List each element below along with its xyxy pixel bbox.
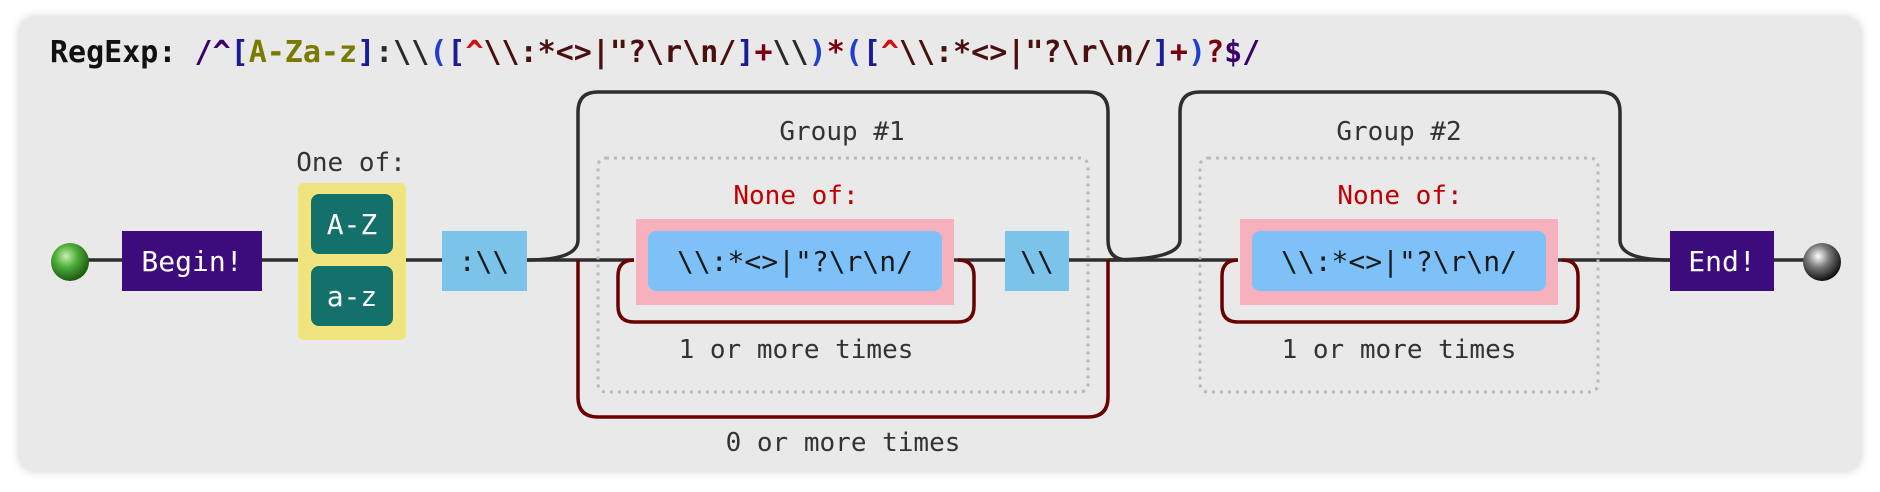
regexp-token: /: [194, 35, 213, 70]
charset-node-2: [1252, 231, 1546, 291]
regexp-token: +: [754, 35, 773, 70]
one-of-label: One of:: [296, 148, 406, 178]
regexp-token: ^: [880, 35, 899, 70]
group1-box: [596, 156, 1090, 394]
regexp-token: \\: [772, 35, 809, 70]
none-of-label-1: None of:: [733, 181, 858, 211]
end-dot: [1803, 243, 1841, 281]
group2-box: [1198, 156, 1600, 394]
regexp-token: ^: [465, 35, 484, 70]
repeat-label-2: 1 or more times: [1282, 335, 1517, 365]
charset-node-1: [648, 231, 942, 291]
begin-label: Begin!: [141, 245, 242, 278]
regexp-token: [: [862, 35, 881, 70]
loop-0-or-more: [576, 260, 1110, 419]
group2-label: Group #2: [1336, 117, 1461, 147]
regexp-token: \\:*<>|"?\r\n/: [898, 35, 1152, 70]
range-az-upper: A-Z: [327, 208, 378, 241]
regexp-token: $: [1224, 35, 1243, 70]
range-az-lower: a-z: [327, 280, 378, 313]
regexp-pattern: /^[A-Za-z]:\\([^\\:*<>|"?\r\n/]+\\)*([^\…: [195, 35, 1261, 70]
regexp-token: A-Za-z: [248, 35, 358, 70]
range-az-lower-node: [311, 266, 393, 326]
begin-node: [122, 231, 262, 291]
regexp-token: ): [808, 35, 827, 70]
regexp-token: :\\: [375, 35, 430, 70]
start-dot: [51, 243, 89, 281]
regexp-token: ]: [357, 35, 376, 70]
literal-colon-backslash-node: [442, 231, 527, 291]
repeat-label-1: 1 or more times: [679, 335, 914, 365]
regexp-token: /: [1242, 35, 1261, 70]
charset-2: \\:*<>|"?\r\n/: [1281, 245, 1517, 278]
literal-colon-backslash: :\\: [459, 245, 510, 278]
none-of-label-2: None of:: [1337, 181, 1462, 211]
regexp-token: (: [429, 35, 448, 70]
range-az-upper-node: [311, 194, 393, 254]
loop-1-or-more-1: [616, 258, 976, 324]
loop-1-or-more-2: [1220, 258, 1580, 324]
regexp-token: +: [1169, 35, 1188, 70]
group1-label: Group #1: [779, 117, 904, 147]
regexp-token: [: [230, 35, 249, 70]
regexp-token: ]: [1151, 35, 1170, 70]
end-node: [1670, 231, 1774, 291]
regexp-label: RegExp:: [50, 35, 177, 70]
end-label: End!: [1688, 245, 1755, 278]
regexp-token: \\:*<>|"?\r\n/: [483, 35, 737, 70]
charset-1: \\:*<>|"?\r\n/: [677, 245, 913, 278]
literal-backslash: \\: [1020, 245, 1054, 278]
regexp-token: [: [447, 35, 466, 70]
regexp-token: ): [1187, 35, 1206, 70]
regexp-token: (: [844, 35, 863, 70]
literal-backslash-node: [1005, 231, 1069, 291]
repeat-label-0: 0 or more times: [726, 428, 961, 458]
regexp-token: ^: [212, 35, 231, 70]
regexp-token: ]: [736, 35, 755, 70]
regexp-token: ?: [1206, 35, 1225, 70]
main-track: [88, 90, 1804, 262]
regexp-line: RegExp: /^[A-Za-z]:\\([^\\:*<>|"?\r\n/]+…: [50, 33, 1260, 73]
regexp-token: *: [826, 35, 845, 70]
